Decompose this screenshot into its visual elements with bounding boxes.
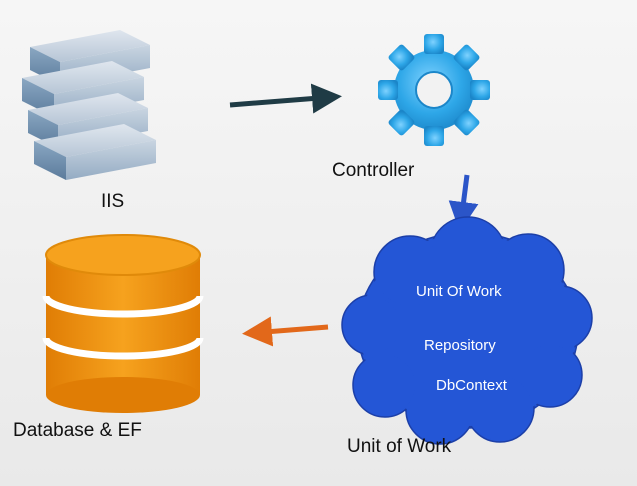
server-stack-icon — [22, 30, 156, 180]
controller-label: Controller — [332, 160, 415, 181]
cloud-item-dbcontext: DbContext — [436, 377, 507, 394]
cloud-item-unit-of-work: Unit Of Work — [416, 283, 502, 300]
iis-label: IIS — [101, 191, 125, 212]
arrow-unit-of-work-to-database — [242, 316, 329, 347]
cloud-fill — [344, 219, 590, 442]
unit-of-work-label: Unit of Work — [347, 436, 452, 457]
gear-icon — [378, 34, 490, 146]
arrow-iis-to-controller — [229, 83, 342, 114]
arrow-controller-to-unit-of-work — [448, 174, 479, 232]
cloud-item-repository: Repository — [424, 337, 496, 354]
database-label: Database & EF — [13, 420, 142, 441]
database-icon — [42, 234, 204, 413]
